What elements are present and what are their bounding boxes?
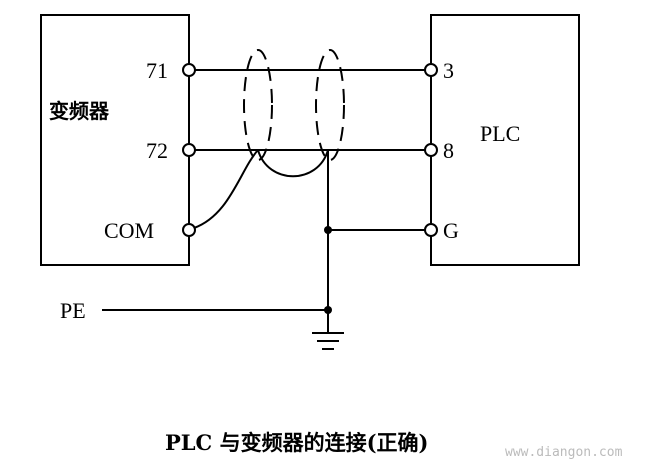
label-8: 8 xyxy=(443,138,454,163)
label-3: 3 xyxy=(443,58,454,83)
junction-dot-g xyxy=(324,226,332,234)
label-71: 71 xyxy=(146,58,168,83)
diagram-caption: PLC 与变频器的连接(正确) xyxy=(165,430,428,455)
label-com: COM xyxy=(104,218,154,243)
shield-loop-right xyxy=(315,49,345,161)
terminal-71 xyxy=(182,63,196,77)
label-72: 72 xyxy=(146,138,168,163)
terminal-3 xyxy=(424,63,438,77)
plc-title: PLC xyxy=(480,121,520,146)
terminal-72 xyxy=(182,143,196,157)
label-pe: PE xyxy=(60,298,86,323)
junction-dot-pe xyxy=(324,306,332,314)
shield-loop-left xyxy=(243,49,273,161)
terminal-g xyxy=(424,223,438,237)
terminal-com xyxy=(182,223,196,237)
plc-box xyxy=(430,14,580,266)
wire-shield-arc xyxy=(257,149,329,178)
watermark: www.diangon.com xyxy=(505,445,623,460)
label-g: G xyxy=(443,218,459,243)
terminal-8 xyxy=(424,143,438,157)
inverter-title: 变频器 xyxy=(49,99,110,123)
wire-com-shield xyxy=(193,149,259,229)
inverter-box xyxy=(40,14,190,266)
ground-icon xyxy=(312,332,344,350)
